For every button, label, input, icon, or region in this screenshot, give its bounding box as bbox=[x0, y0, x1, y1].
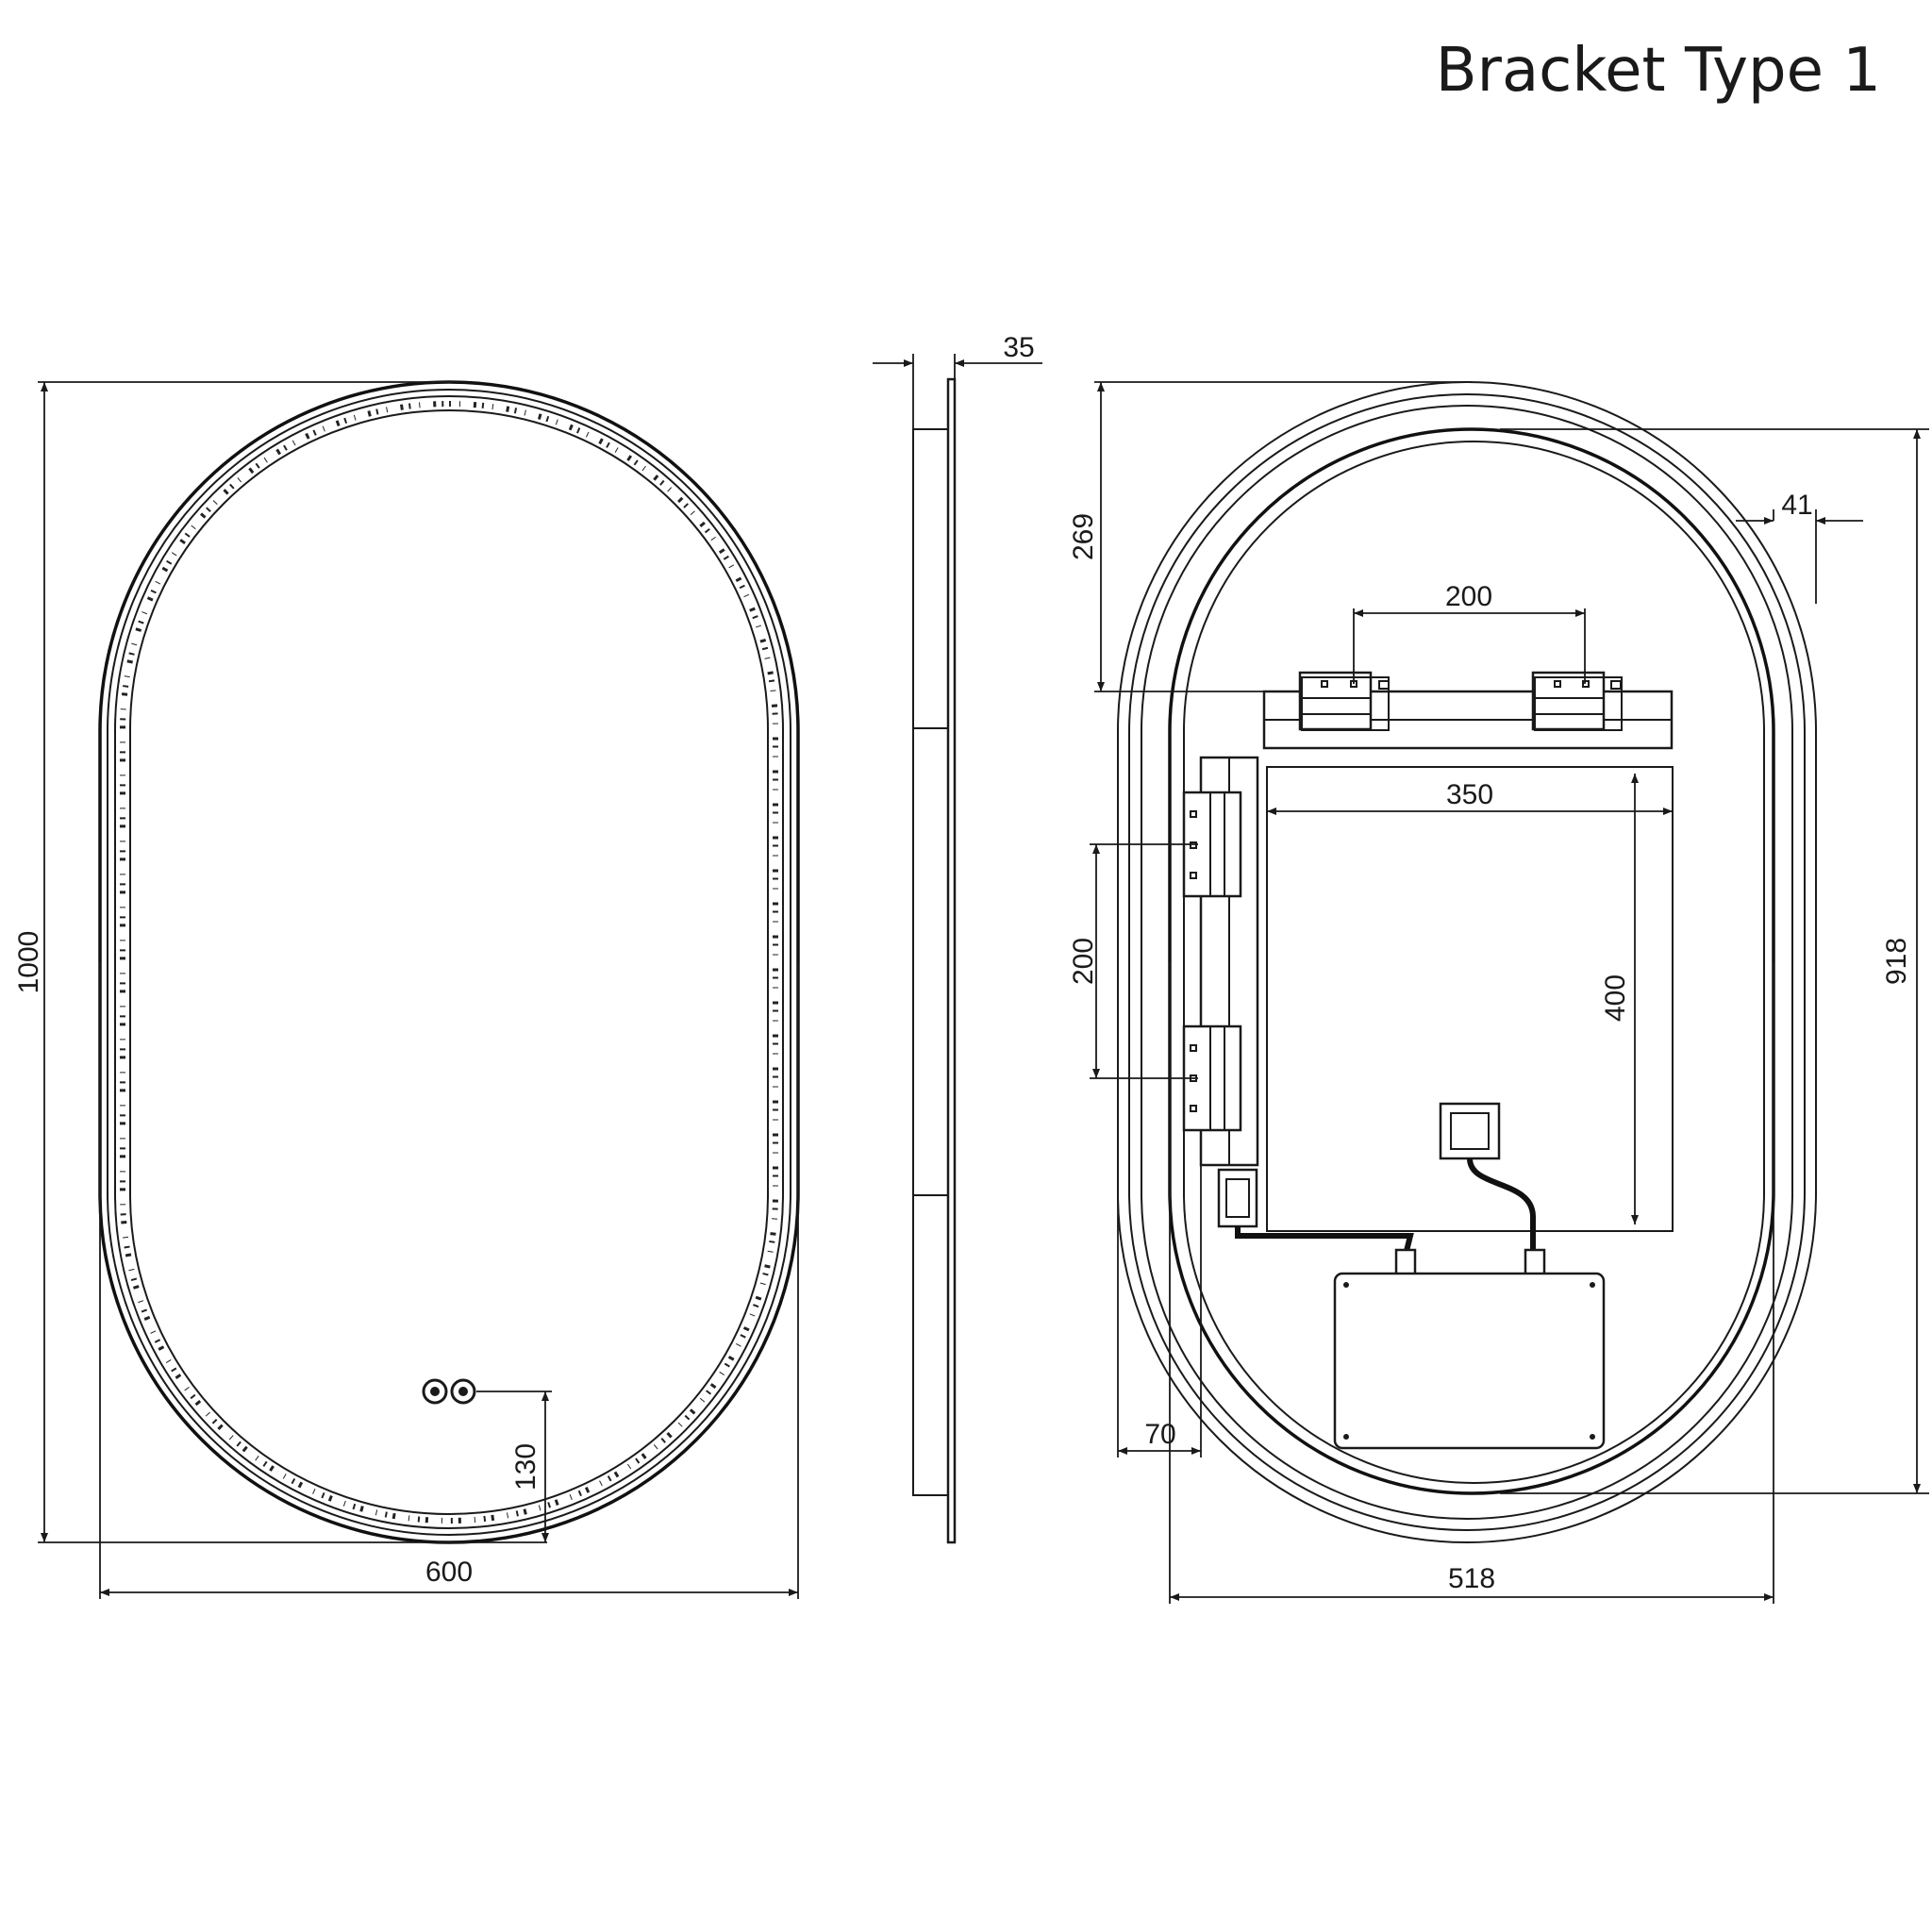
mirror-rim-outline bbox=[107, 389, 791, 1536]
panel-width-label: 350 bbox=[1446, 779, 1493, 810]
top-bracket-right bbox=[1531, 671, 1606, 731]
socket-icon bbox=[1439, 1102, 1501, 1160]
mirror-outer-outline bbox=[98, 380, 800, 1544]
top-bracket-left bbox=[1298, 671, 1373, 731]
side-bracket-rail bbox=[1182, 756, 1259, 1167]
side-offset-label: 70 bbox=[1144, 1419, 1175, 1450]
switch-offset-dimension: 130 bbox=[476, 1391, 552, 1542]
top-bracket-rail bbox=[1262, 671, 1674, 750]
inner-width-dimension: 518 bbox=[1169, 962, 1774, 1604]
inner-height-dimension: 918 bbox=[1500, 428, 1929, 1494]
inset-dimension: 41 bbox=[1736, 490, 1863, 604]
side-offset-dimension: 70 bbox=[1117, 962, 1202, 1457]
touch-switch-left-icon bbox=[422, 1378, 448, 1405]
terminal-block bbox=[1217, 1168, 1258, 1228]
back-outline-2 bbox=[1128, 393, 1806, 1531]
front-view: 1000 600 130 bbox=[13, 380, 800, 1599]
front-height-label: 1000 bbox=[13, 931, 44, 994]
led-speckle-band bbox=[120, 401, 778, 1524]
front-width-label: 600 bbox=[425, 1557, 473, 1588]
top-offset-dimension: 269 bbox=[1068, 381, 1472, 692]
panel-height-label: 400 bbox=[1600, 974, 1631, 1022]
bracket-horizontal-spacing-label: 200 bbox=[1445, 581, 1492, 612]
front-width-dimension: 600 bbox=[99, 962, 799, 1599]
mounting-panel bbox=[1266, 766, 1674, 1232]
inner-width-label: 518 bbox=[1448, 1563, 1495, 1594]
inset-label: 41 bbox=[1781, 490, 1812, 521]
side-mirror-glass bbox=[946, 377, 957, 1544]
panel-height-dimension: 400 bbox=[1600, 774, 1639, 1224]
cable-right bbox=[1467, 1158, 1536, 1255]
drawing-title: Bracket Type 1 bbox=[1435, 36, 1881, 106]
cable-left bbox=[1235, 1226, 1414, 1256]
led-band-outer bbox=[114, 395, 784, 1529]
back-view: 269 200 200 350 400 bbox=[1068, 381, 1929, 1604]
driver-box bbox=[1333, 1272, 1606, 1450]
inner-height-label: 918 bbox=[1881, 938, 1912, 985]
bracket-horizontal-spacing-dimension: 200 bbox=[1353, 581, 1586, 684]
side-frame-body bbox=[912, 428, 949, 1496]
back-outline-3 bbox=[1141, 405, 1793, 1520]
panel-width-dimension: 350 bbox=[1267, 779, 1673, 815]
switch-offset-label: 130 bbox=[510, 1443, 541, 1491]
back-frame-inner bbox=[1183, 441, 1765, 1484]
side-depth-dimension: 35 bbox=[873, 332, 1042, 429]
bracket-vertical-spacing-dimension: 200 bbox=[1068, 843, 1198, 1079]
front-height-dimension: 1000 bbox=[13, 381, 547, 1543]
led-band-inner bbox=[129, 409, 769, 1515]
touch-switch-right-icon bbox=[450, 1378, 476, 1405]
bracket-vertical-spacing-label: 200 bbox=[1068, 938, 1099, 985]
top-offset-label: 269 bbox=[1068, 513, 1099, 560]
back-frame-thick bbox=[1168, 427, 1775, 1495]
side-view: 35 bbox=[873, 332, 1042, 1544]
side-depth-label: 35 bbox=[1003, 332, 1034, 363]
